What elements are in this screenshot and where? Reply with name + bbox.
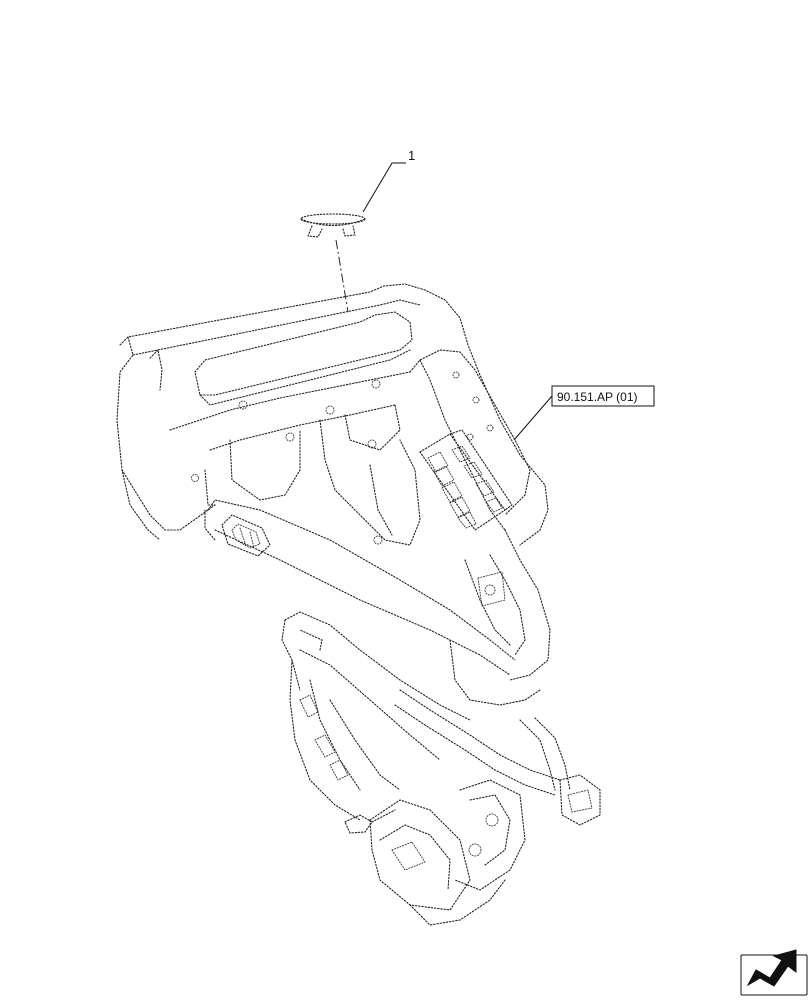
- air-vent: [221, 514, 271, 557]
- mounting-bracket: [281, 611, 601, 926]
- reference-box[interactable]: 90.151.AP (01): [551, 385, 655, 407]
- reference-box-label: 90.151.AP (01): [557, 390, 638, 404]
- callout-1-label: 1: [408, 148, 415, 163]
- next-page-arrow-icon[interactable]: [740, 949, 812, 996]
- install-axis-line: [335, 239, 349, 313]
- callout-1: 1: [362, 148, 415, 213]
- part-1-cap: [300, 213, 366, 238]
- armrest-console: [116, 283, 551, 706]
- reference-leader-line: [513, 395, 553, 441]
- switch-block: [419, 429, 513, 531]
